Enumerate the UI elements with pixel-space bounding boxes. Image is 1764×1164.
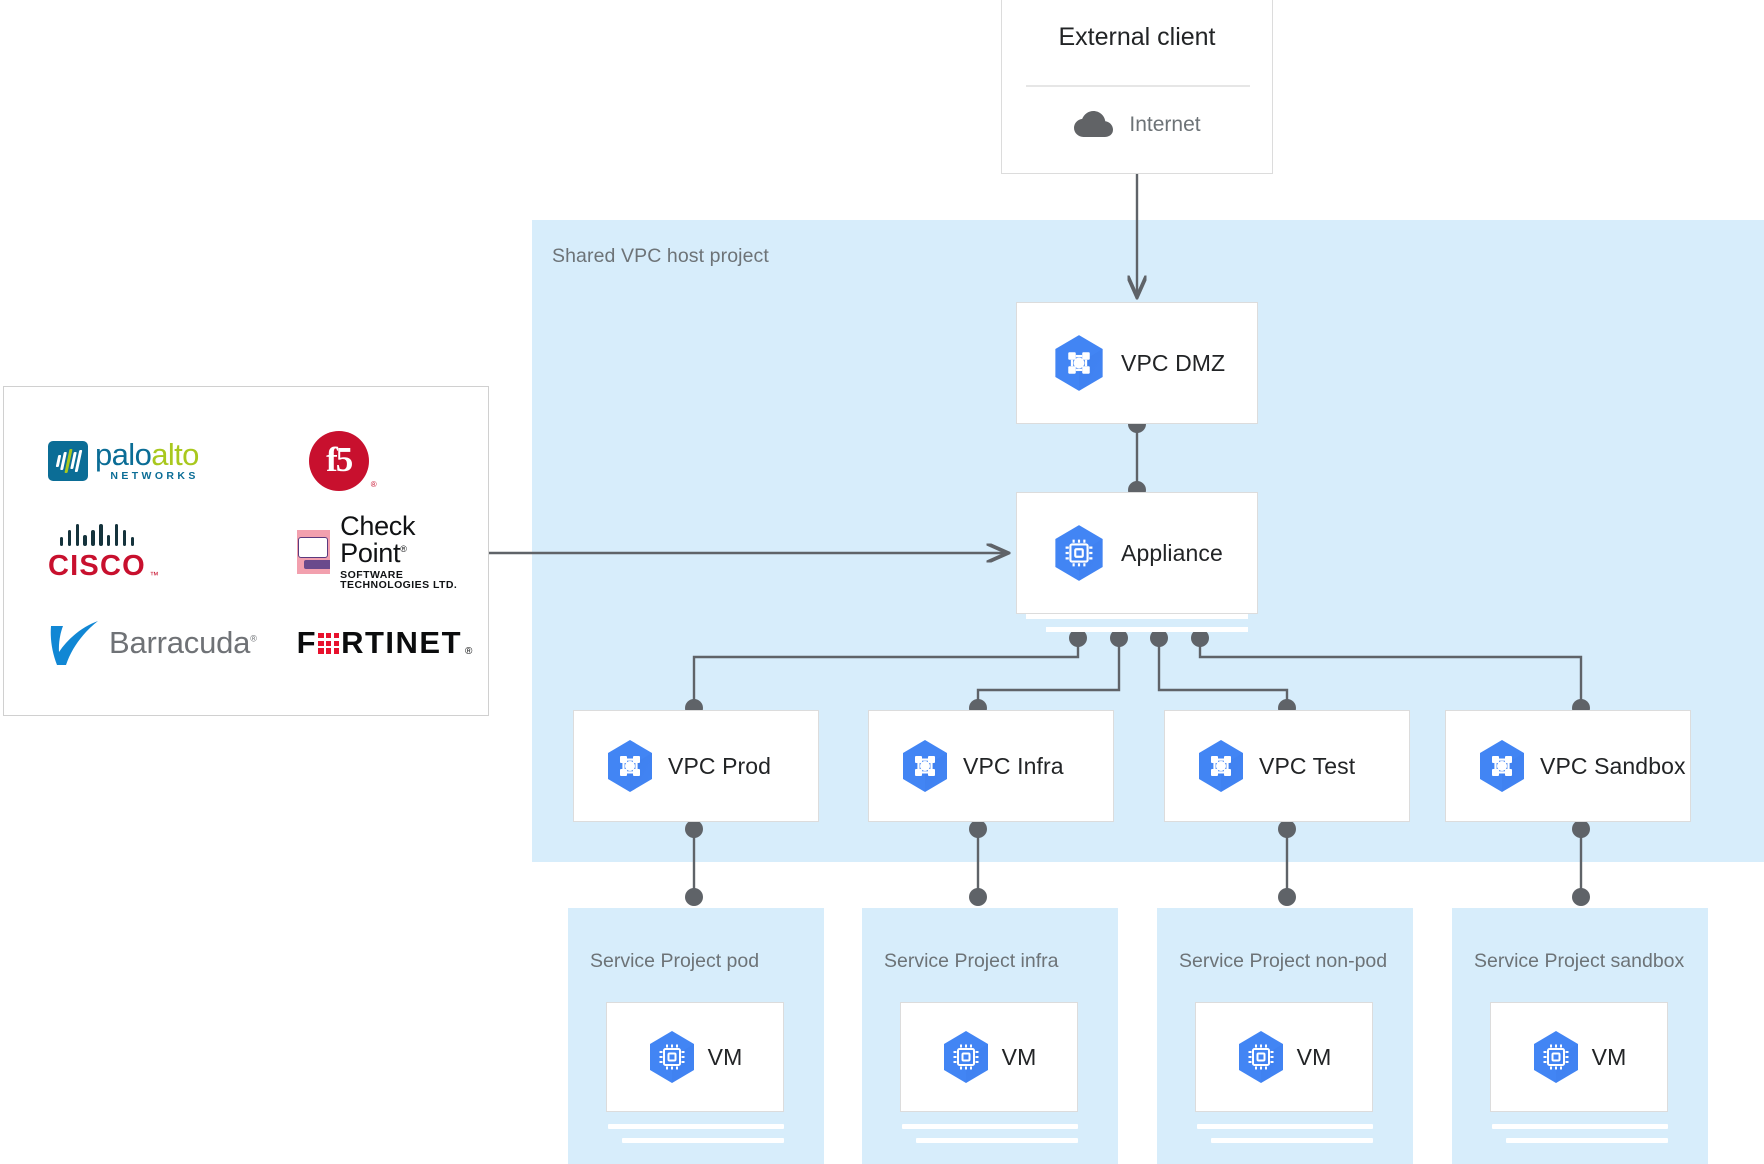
vendor-logo-check-point: Check Point® SOFTWARE TECHNOLOGIES LTD. [257, 506, 474, 597]
shared-vpc-host-project-label: Shared VPC host project [552, 245, 769, 267]
vm-label: VM [707, 1043, 743, 1070]
service-project-panel-sandbox: Service Project sandbox VM [1452, 908, 1708, 1164]
service-project-panel-non-pod: Service Project non-pod VM [1157, 908, 1413, 1164]
decorative-line [622, 1138, 784, 1143]
external-client-card: External client Internet [1001, 0, 1273, 174]
node-vpc-infra[interactable]: VPC Infra [868, 710, 1114, 822]
service-project-title: Service Project non-pod [1179, 950, 1388, 972]
vendor-subtitle: NETWORKS [110, 470, 199, 483]
node-appliance[interactable]: Appliance [1016, 492, 1258, 614]
vendor-word-secondary: alto [151, 437, 199, 473]
vendor-subtitle: SOFTWARE TECHNOLOGIES LTD. [340, 568, 458, 592]
vm-card[interactable]: VM [900, 1002, 1078, 1112]
node-label: VPC Sandbox [1540, 752, 1686, 779]
cpu-chip-icon [942, 1030, 990, 1084]
node-label: VPC Test [1259, 752, 1356, 779]
ngfw-vendor-panel: paloalto NETWORKS f5 ® [3, 386, 489, 716]
vendor-word-primary: Barracuda [109, 625, 251, 661]
node-vpc-test[interactable]: VPC Test [1164, 710, 1410, 822]
service-project-panel-infra: Service Project infra VM [862, 908, 1118, 1164]
vendor-word-primary: palo [95, 437, 152, 473]
vpc-network-icon [1478, 739, 1526, 793]
vendor-logo-palo-alto-networks: paloalto NETWORKS [30, 415, 257, 506]
service-project-panel-pod: Service Project pod VM [568, 908, 824, 1164]
palo-alto-mark-icon [48, 440, 88, 481]
internet-label: Internet [1129, 113, 1201, 136]
vendor-logo-barracuda: Barracuda® [30, 598, 257, 689]
decorative-line [1197, 1124, 1373, 1129]
check-point-mark-icon [296, 529, 331, 574]
vpc-network-icon [1197, 739, 1245, 793]
node-label: VPC Infra [963, 752, 1064, 779]
node-vpc-prod[interactable]: VPC Prod [573, 710, 819, 822]
decorative-line [1492, 1124, 1668, 1129]
vendor-word-primary: CISCO [48, 550, 146, 583]
vm-label: VM [1296, 1043, 1332, 1070]
vendor-word-primary: f5 [326, 440, 353, 480]
decorative-line [916, 1138, 1078, 1143]
registered-mark: ® [370, 479, 377, 489]
node-label: VPC DMZ [1121, 349, 1226, 376]
trademark-mark: ™ [149, 570, 160, 581]
node-label: VPC Prod [668, 752, 772, 779]
node-vpc-sandbox[interactable]: VPC Sandbox [1445, 710, 1691, 822]
vm-label: VM [1591, 1043, 1627, 1070]
vendor-word-secondary: RTINET [341, 625, 462, 661]
vendor-word-primary: Check Point [340, 510, 416, 568]
cisco-bars-icon [59, 520, 135, 547]
vendor-logo-fortinet: F RTINET ® [257, 598, 474, 689]
decorative-line [1506, 1138, 1668, 1143]
decorative-line [608, 1124, 784, 1129]
f5-mark-icon: f5 ® [308, 430, 377, 491]
node-label: Appliance [1121, 539, 1223, 566]
vm-card[interactable]: VM [1490, 1002, 1668, 1112]
node-vpc-dmz[interactable]: VPC DMZ [1016, 302, 1258, 424]
vpc-network-icon [606, 739, 654, 793]
decorative-line [1026, 614, 1248, 619]
decorative-line [1046, 627, 1248, 632]
service-project-title: Service Project sandbox [1474, 950, 1685, 972]
registered-mark: ® [250, 634, 257, 644]
vm-card[interactable]: VM [606, 1002, 784, 1112]
vendor-logo-cisco: CISCO ™ [30, 506, 257, 597]
divider [1026, 85, 1250, 87]
registered-mark: ® [400, 543, 407, 554]
vendor-word-primary-wrap: CISCO ™ [48, 550, 159, 583]
vm-label: VM [1001, 1043, 1037, 1070]
decorative-line [1211, 1138, 1373, 1143]
fortinet-dot-grid-icon [318, 632, 340, 654]
cpu-chip-icon [1237, 1030, 1285, 1084]
vendor-logo-f5: f5 ® [257, 415, 474, 506]
vm-card[interactable]: VM [1195, 1002, 1373, 1112]
registered-mark: ® [465, 646, 474, 658]
vpc-network-icon [1053, 334, 1105, 392]
external-client-title: External client [1058, 23, 1216, 51]
decorative-line [902, 1124, 1078, 1129]
barracuda-fin-icon [48, 620, 100, 666]
vpc-network-icon [901, 739, 949, 793]
cpu-chip-icon [648, 1030, 696, 1084]
cpu-chip-icon [1532, 1030, 1580, 1084]
service-project-title: Service Project pod [590, 950, 760, 972]
cpu-chip-icon [1053, 524, 1105, 582]
service-project-title: Service Project infra [884, 950, 1059, 972]
vendor-word-primary: F [296, 625, 318, 661]
cloud-icon [1073, 111, 1115, 139]
